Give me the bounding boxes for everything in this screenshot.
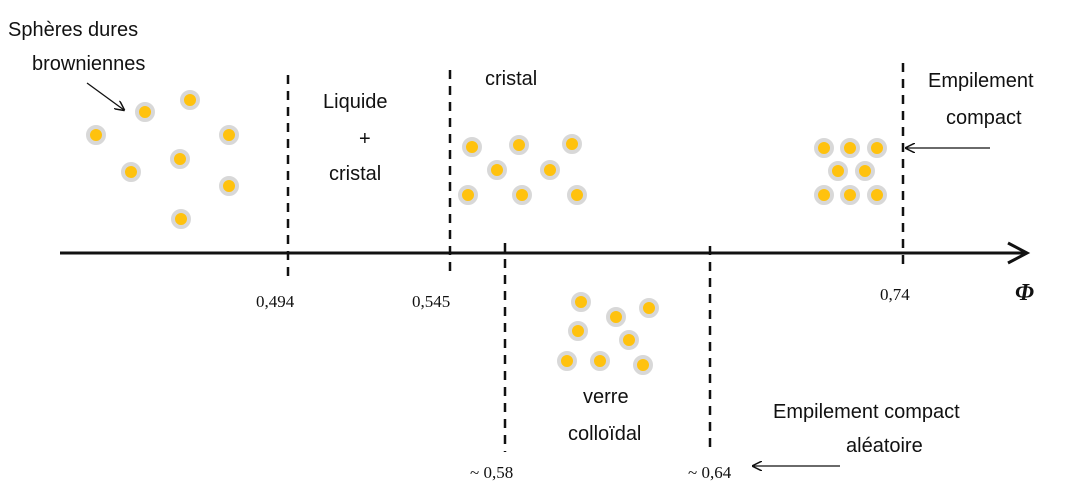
sphere-particle — [590, 351, 610, 371]
compact-packing-label-line2: compact — [946, 107, 1022, 129]
crystal-label: cristal — [485, 68, 537, 90]
glass-particles-group — [557, 292, 659, 375]
colloidal-glass-label-line2: colloïdal — [568, 423, 641, 445]
sphere-particle — [639, 298, 659, 318]
sphere-particle — [567, 185, 587, 205]
sphere-particle — [509, 135, 529, 155]
random-packing-label-line1: Empilement compact — [773, 401, 960, 423]
sphere-particle — [867, 185, 887, 205]
brownian-spheres-label-line2: browniennes — [32, 53, 145, 75]
sphere-particle — [571, 292, 591, 312]
sphere-particle — [512, 185, 532, 205]
phi-axis-arrowhead — [1007, 241, 1031, 265]
fluid-particles-group — [86, 90, 239, 229]
sphere-particle — [86, 125, 106, 145]
sphere-particle — [219, 176, 239, 196]
brownian-pointer-arrow — [86, 82, 124, 110]
tick-label-064: ~ 0,64 — [688, 463, 732, 482]
sphere-particle — [557, 351, 577, 371]
crystal-particles-group — [458, 134, 587, 205]
liquid-crystal-label-line1: Liquide — [323, 91, 388, 113]
sphere-particle — [219, 125, 239, 145]
sphere-particle — [458, 185, 478, 205]
tick-label-0494: 0,494 — [256, 292, 295, 311]
brownian-spheres-label-line1: Sphères dures — [8, 19, 138, 41]
sphere-particle — [462, 137, 482, 157]
compact-particles-group — [814, 138, 887, 205]
tick-label-058: ~ 0,58 — [470, 463, 513, 482]
phi-axis-label: Φ — [1015, 280, 1034, 306]
sphere-particle — [814, 138, 834, 158]
sphere-particle — [840, 185, 860, 205]
sphere-particle — [633, 355, 653, 375]
random-packing-label-line2: aléatoire — [846, 435, 923, 457]
sphere-particle — [170, 149, 190, 169]
sphere-particle — [840, 138, 860, 158]
sphere-particle — [606, 307, 626, 327]
sphere-particle — [540, 160, 560, 180]
sphere-particle — [828, 161, 848, 181]
sphere-particle — [855, 161, 875, 181]
sphere-particle — [619, 330, 639, 350]
liquid-crystal-label-line3: cristal — [329, 163, 381, 185]
sphere-particle — [121, 162, 141, 182]
sphere-particle — [568, 321, 588, 341]
sphere-particle — [171, 209, 191, 229]
sphere-particle — [135, 102, 155, 122]
sphere-particle — [487, 160, 507, 180]
sphere-particle — [180, 90, 200, 110]
compact-packing-label-line1: Empilement — [928, 70, 1034, 92]
sphere-particle — [562, 134, 582, 154]
sphere-particle — [867, 138, 887, 158]
sphere-particle — [814, 185, 834, 205]
liquid-crystal-label-line2: + — [359, 128, 371, 150]
tick-label-0545: 0,545 — [412, 292, 450, 311]
colloidal-glass-label-line1: verre — [583, 386, 629, 408]
tick-label-074: 0,74 — [880, 285, 910, 304]
